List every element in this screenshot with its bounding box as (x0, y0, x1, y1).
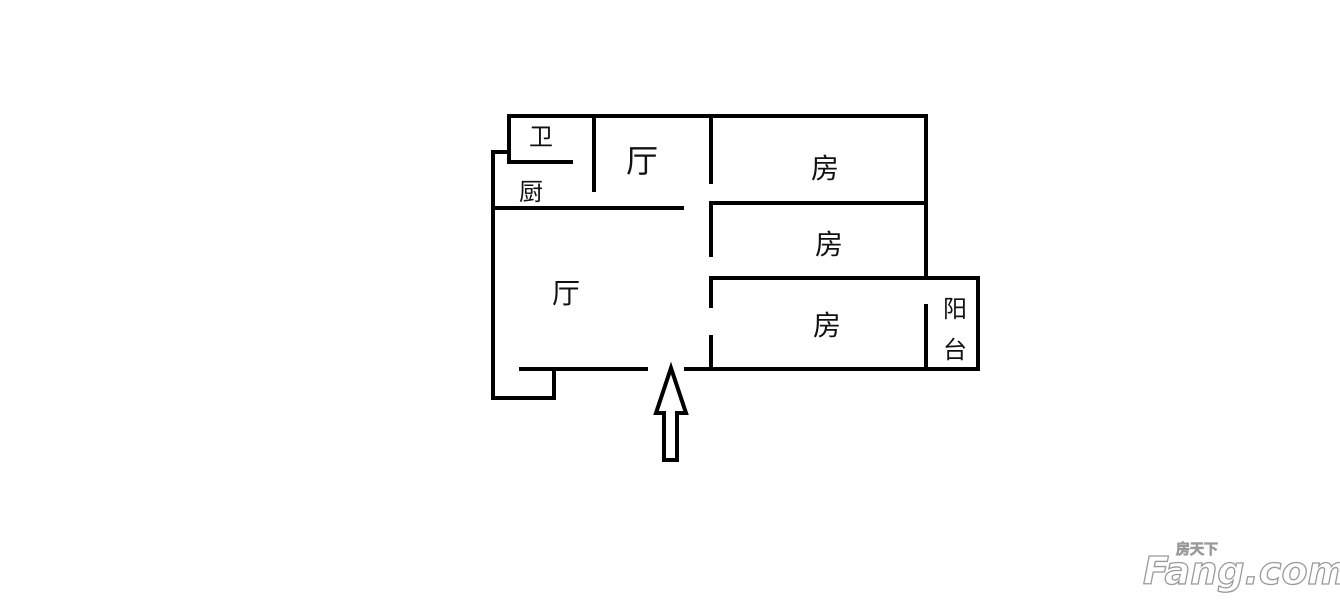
room-label-living-hall: 厅 (552, 277, 580, 310)
room-label-bedroom-1: 房 (811, 152, 839, 185)
fang-watermark: Fang.com 房天下 (1142, 541, 1340, 594)
room-label-dining-hall: 厅 (626, 142, 658, 180)
room-label-bedroom-2: 房 (815, 228, 843, 261)
room-label-bedroom-3: 房 (813, 309, 841, 342)
walls (491, 114, 980, 400)
room-label-kitchen: 厨 (519, 178, 543, 206)
room-label-balcony-top: 阳 (943, 295, 967, 323)
watermark-brand-cn: 房天下 (1176, 541, 1218, 558)
room-label-balcony-bottom: 台 (943, 336, 967, 364)
room-labels: 卫 厨 厅 厅 房 房 房 阳 台 (519, 123, 967, 364)
watermark-brand: Fang.com (1143, 549, 1340, 593)
up-arrow-icon (653, 361, 689, 462)
room-label-bathroom: 卫 (529, 123, 553, 151)
